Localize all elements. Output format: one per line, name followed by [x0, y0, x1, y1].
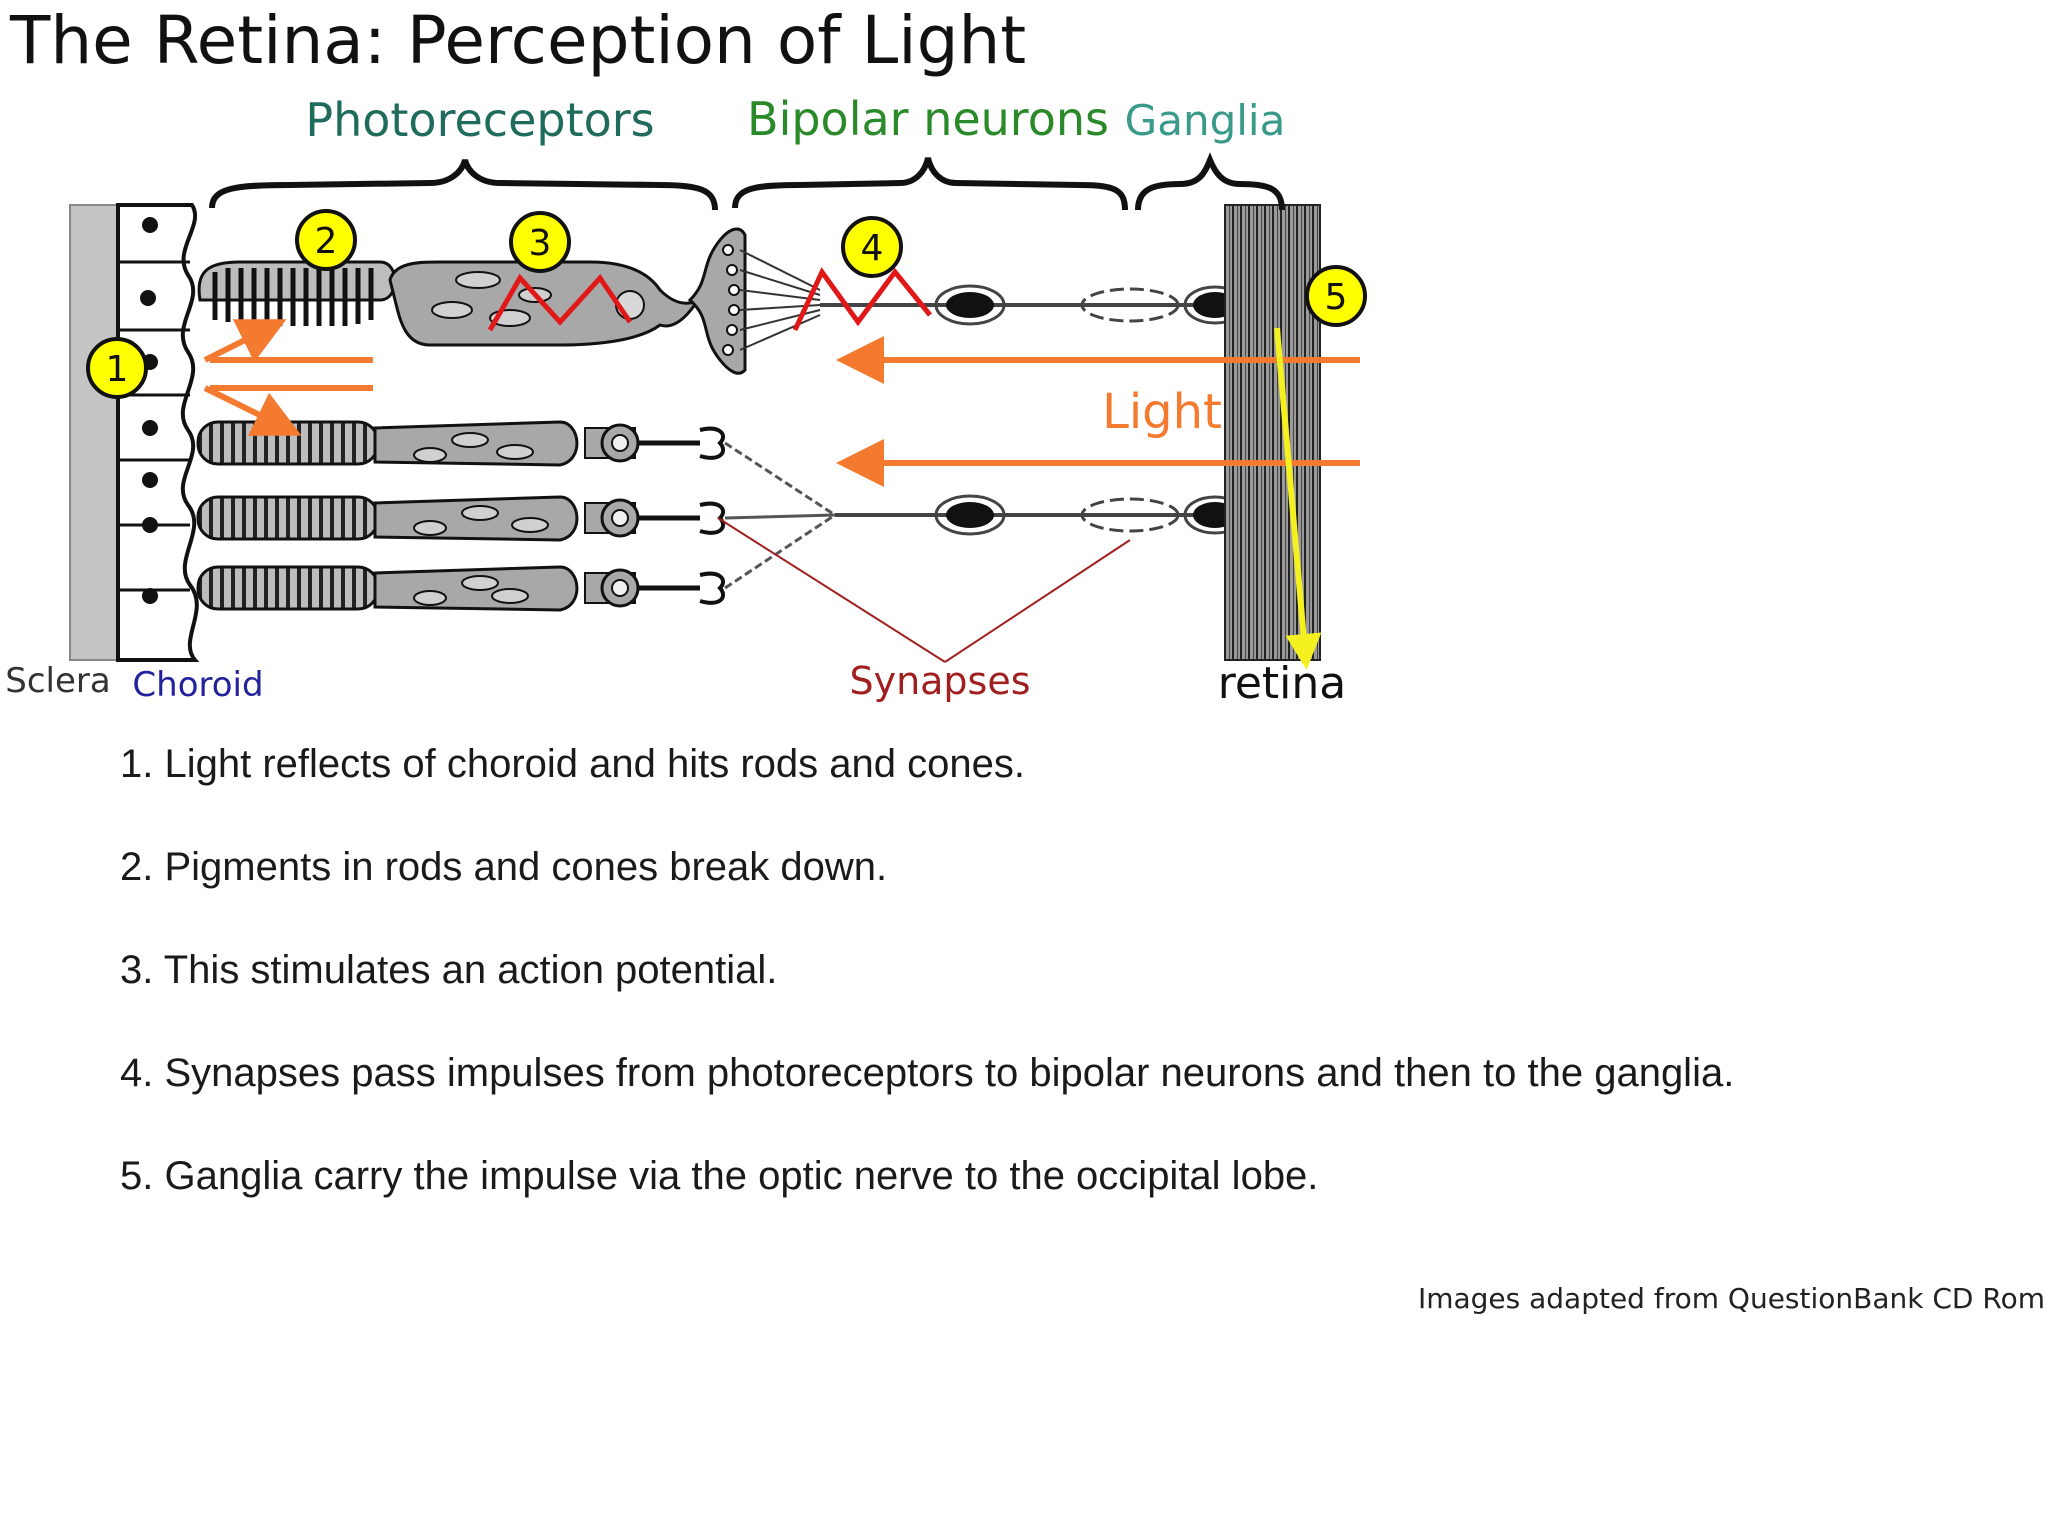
list-item: 4. Synapses pass impulses from photorece… — [120, 1051, 1735, 1095]
brace-photoreceptors — [209, 159, 718, 211]
label-ganglia: Ganglia — [1125, 96, 1286, 145]
marker-5: 5 — [1305, 265, 1367, 327]
svg-text:1: 1 — [106, 349, 129, 390]
list-item: 1. Light reflects of choroid and hits ro… — [120, 742, 1025, 786]
svg-text:4: 4 — [861, 228, 884, 269]
neuron-chain-top — [820, 284, 1250, 326]
marker-1: 1 — [86, 337, 148, 399]
label-light: Light — [1102, 384, 1222, 440]
synapse-pointers — [717, 517, 1131, 663]
step-markers: 1 2 3 4 5 — [86, 209, 1367, 399]
rod-cells — [196, 420, 726, 612]
brace-ganglia — [1135, 152, 1285, 211]
choroid-layer — [116, 203, 200, 662]
rod-cell — [196, 565, 726, 612]
image-credit: Images adapted from QuestionBank CD Rom — [1417, 1282, 2045, 1315]
sclera-layer — [69, 204, 119, 661]
optic-nerve-arrow — [1274, 327, 1322, 670]
label-synapses: Synapses — [849, 659, 1030, 703]
svg-text:3: 3 — [529, 223, 552, 264]
list-item: 2. Pigments in rods and cones break down… — [120, 845, 888, 889]
rod-cell — [196, 420, 726, 467]
label-choroid: Choroid — [132, 665, 263, 705]
rod-cell — [196, 495, 726, 542]
svg-text:2: 2 — [315, 221, 338, 262]
list-item: 5. Ganglia carry the impulse via the opt… — [120, 1154, 1319, 1198]
label-retina: retina — [1218, 658, 1347, 709]
brace-bipolar — [732, 157, 1128, 211]
marker-4: 4 — [841, 216, 903, 278]
step-list: 1. Light reflects of choroid and hits ro… — [120, 742, 1734, 1257]
label-bipolar-neurons: Bipolar neurons — [747, 92, 1109, 146]
list-item: 3. This stimulates an action potential. — [120, 948, 778, 992]
marker-3: 3 — [509, 211, 571, 273]
page-title: The Retina: Perception of Light — [10, 2, 1027, 79]
marker-2: 2 — [295, 209, 357, 271]
label-photoreceptors: Photoreceptors — [305, 93, 654, 147]
ganglion-fiber-layer — [1224, 204, 1321, 661]
impulse-zigzags — [487, 267, 932, 332]
light-arrows — [203, 319, 1360, 487]
label-sclera: Sclera — [5, 661, 110, 701]
svg-text:5: 5 — [1325, 277, 1348, 318]
photoreceptor-top — [197, 227, 821, 375]
